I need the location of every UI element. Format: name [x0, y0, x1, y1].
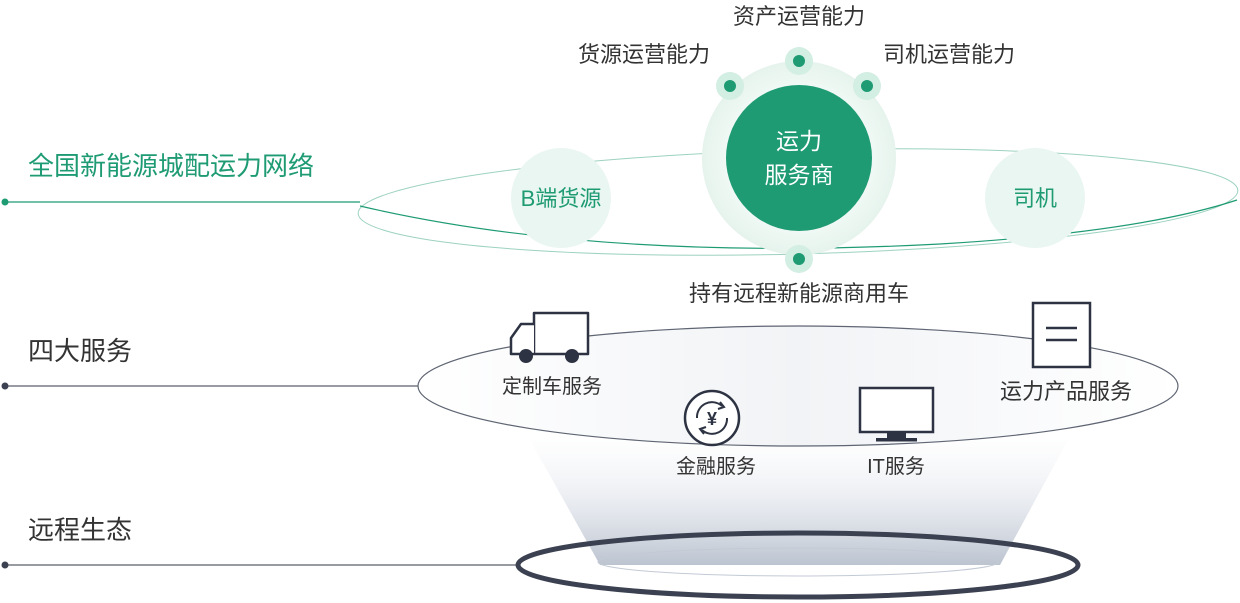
- network-title: 全国新能源城配运力网络: [28, 151, 314, 181]
- base-ring: [515, 530, 1081, 600]
- monitor-icon: [858, 386, 935, 442]
- network-ellipse-front: [359, 199, 1238, 249]
- ecosystem-title: 远程生态: [28, 515, 132, 545]
- service-custom-vehicle: 定制车服务: [502, 375, 602, 398]
- base-ring-inner: [597, 547, 999, 577]
- layer-label-network: 全国新能源城配运力网络: [1, 151, 360, 206]
- node-driver: [985, 148, 1085, 248]
- layer-label-services: 四大服务: [1, 336, 422, 390]
- capability-dot-left: [716, 72, 744, 100]
- layer-label-ecosystem: 远程生态: [1, 515, 520, 569]
- funnel-body: [530, 440, 1068, 565]
- node-b-cargo-label: B端货源: [521, 186, 602, 211]
- hub-label-line2: 服务商: [765, 162, 834, 188]
- services-disc: 定制车服务 运力产品服务 ¥ 金融服务 IT服务: [417, 301, 1179, 478]
- node-b-cargo: [511, 148, 611, 248]
- service-finance: 金融服务: [676, 455, 756, 478]
- yen-exchange-icon: ¥: [683, 389, 741, 447]
- services-ellipse: [417, 325, 1179, 447]
- node-driver-label: 司机: [1013, 186, 1057, 211]
- document-icon: [1031, 301, 1092, 369]
- svg-text:¥: ¥: [707, 409, 717, 429]
- hub-label-line1: 运力: [776, 128, 822, 154]
- services-title: 四大服务: [28, 336, 132, 366]
- ecosystem-leader-dot: [1, 561, 9, 569]
- capability-dot-right: [853, 72, 881, 100]
- service-it: IT服务: [867, 455, 925, 478]
- services-leader-dot: [1, 382, 9, 390]
- hub-core: [726, 85, 872, 231]
- funnel: [515, 440, 1081, 600]
- capability-driver-ops: 司机运营能力: [883, 42, 1015, 67]
- capability-cargo-ops: 货源运营能力: [578, 42, 710, 67]
- capability-asset-ops: 资产运营能力: [733, 4, 865, 29]
- capability-dot-top: [785, 47, 813, 75]
- network-disc: B端货源 司机 运力 服务商 资产运营能力 货源运营能力 司机运营能力 持: [357, 4, 1239, 306]
- capability-dot-bottom: [785, 245, 813, 273]
- network-leader-dot: [1, 198, 9, 206]
- truck-icon: [509, 311, 590, 363]
- capability-owned-vehicles: 持有远程新能源商用车: [689, 281, 909, 306]
- service-transport-product: 运力产品服务: [1000, 379, 1132, 404]
